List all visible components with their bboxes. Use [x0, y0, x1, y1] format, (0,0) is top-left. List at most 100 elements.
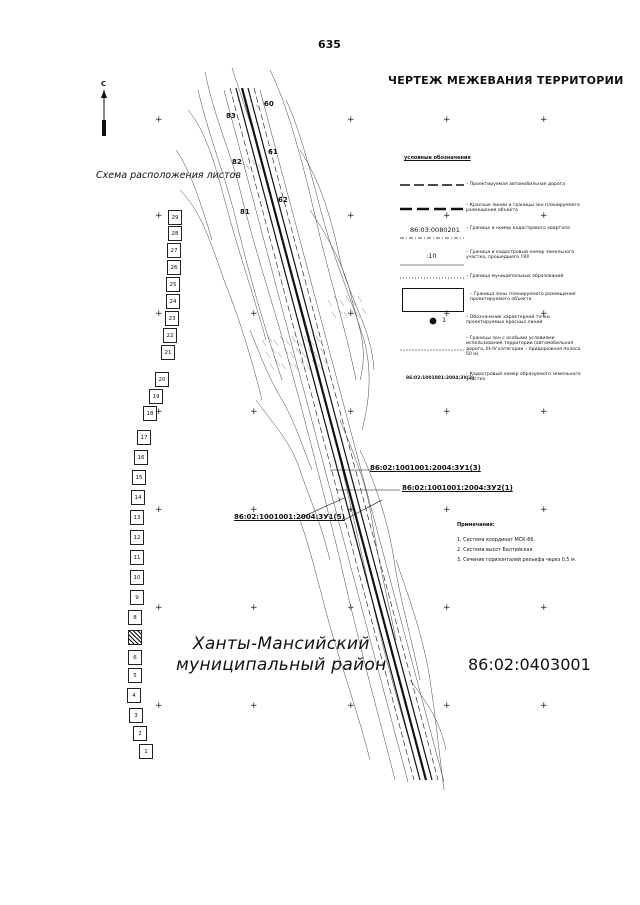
grid-cross: +	[540, 309, 548, 319]
legend-point-symbol	[429, 317, 437, 325]
legend-code: 86:03:0080201	[410, 226, 460, 234]
sheet-20: 20	[155, 372, 169, 387]
plot-label-3: 86:02:1001001:2004:ЗУ1(3)	[370, 464, 481, 472]
sheet-8: 8	[128, 610, 142, 625]
grid-cross: +	[250, 505, 258, 515]
grid-cross: +	[250, 603, 258, 613]
legend-code: 1	[442, 316, 447, 324]
legend-item: – Красные линии и границы зон планируемо…	[466, 203, 580, 214]
grid-cross: +	[155, 407, 163, 417]
drawing-title: ЧЕРТЕЖ МЕЖЕВАНИЯ ТЕРРИТОРИИ	[388, 74, 624, 87]
legend-red-lines-symbol	[400, 207, 464, 211]
grid-cross: +	[347, 701, 355, 711]
sheet-10: 10	[130, 570, 144, 585]
grid-cross: +	[347, 309, 355, 319]
sheet-26: 26	[167, 260, 181, 275]
sheet-6: 6	[128, 650, 142, 665]
leader-lines	[299, 469, 400, 521]
point-number: 82	[232, 158, 242, 166]
sheet-24: 24	[166, 294, 180, 309]
point-number: 81	[240, 208, 250, 216]
page-number: 635	[318, 38, 341, 51]
grid-cross: +	[347, 603, 355, 613]
point-number: 62	[278, 196, 288, 204]
sheet-21: 21	[161, 345, 175, 360]
legend-code: :10	[426, 252, 437, 260]
sheet-4: 4	[127, 688, 141, 703]
district-name: Ханты-Мансийский муниципальный район	[176, 634, 387, 676]
legend: – Проектируемая автомобильная дорога – К…	[400, 168, 590, 388]
grid-cross: +	[443, 407, 451, 417]
legend-special-zone-symbol	[400, 349, 464, 351]
legend-item: – Граница и кадастровый номер земельного…	[466, 250, 575, 261]
point-number: 60	[264, 100, 274, 108]
grid-cross: +	[443, 211, 451, 221]
legend-title: условные обозначения	[404, 155, 471, 161]
legend-zone-symbol	[402, 288, 464, 312]
grid-cross: +	[347, 505, 355, 515]
grid-cross: +	[347, 115, 355, 125]
sheet-22: 22	[163, 328, 177, 343]
plot-label-2: 86:02:1001001:2004:ЗУ2(1)	[402, 484, 513, 492]
sheet-5: 5	[128, 668, 142, 683]
grid-cross: +	[540, 701, 548, 711]
sheet-16: 16	[134, 450, 148, 465]
sheet-18: 18	[143, 406, 157, 421]
grid-cross: +	[540, 115, 548, 125]
grid-cross: +	[540, 603, 548, 613]
sheet-14: 14	[131, 490, 145, 505]
sheet-12: 12	[130, 530, 144, 545]
legend-item: – Обозначение характерной точки проектир…	[466, 315, 550, 326]
legend-road-symbol	[400, 184, 464, 186]
sheet-7	[128, 630, 142, 645]
grid-cross: +	[443, 701, 451, 711]
sheet-27: 27	[167, 243, 181, 258]
terrain-hatching	[237, 99, 367, 371]
sheet-17: 17	[137, 430, 151, 445]
note-item: 2. Система высот Балтийская.	[457, 548, 534, 553]
grid-cross: +	[155, 211, 163, 221]
sheet-3: 3	[129, 708, 143, 723]
north-arrow-icon	[101, 90, 107, 136]
legend-item: – Проектируемая автомобильная дорога	[466, 182, 565, 187]
sheet-23: 23	[165, 311, 179, 326]
grid-cross: +	[250, 407, 258, 417]
grid-cross: +	[443, 115, 451, 125]
legend-item: – Граница и номер кадастрового квартала	[466, 226, 570, 231]
point-number: 83	[226, 112, 236, 120]
grid-cross: +	[250, 309, 258, 319]
sheet-15: 15	[132, 470, 146, 485]
sheet-28: 28	[168, 226, 182, 241]
grid-cross: +	[155, 603, 163, 613]
grid-cross: +	[155, 505, 163, 515]
grid-cross: +	[347, 407, 355, 417]
grid-cross: +	[443, 603, 451, 613]
plot-label-5: 86:02:1001001:2004:ЗУ1(5)	[234, 513, 345, 521]
legend-plot-symbol	[400, 264, 464, 266]
legend-municipal-symbol	[400, 277, 464, 279]
legend-code: 86:02:1001001:2004:ЗУ(2)	[406, 376, 475, 381]
sheet-29: 29	[168, 210, 182, 225]
north-label: С	[101, 80, 107, 88]
road-corridor	[223, 87, 445, 783]
sheet-9: 9	[130, 590, 144, 605]
grid-cross: +	[347, 211, 355, 221]
grid-cross: +	[250, 701, 258, 711]
district-line-1: Ханты-Мансийский	[192, 634, 370, 654]
sheet-2: 2	[133, 726, 147, 741]
grid-cross: +	[443, 505, 451, 515]
sheet-25: 25	[166, 277, 180, 292]
point-number: 61	[268, 148, 278, 156]
legend-item: – Граница зоны планируемого размещения п…	[470, 292, 576, 303]
sheet-19: 19	[149, 389, 163, 404]
district-line-2: муниципальный район	[176, 655, 387, 675]
legend-item: – Граница муниципальных образований	[466, 274, 564, 279]
sheet-11: 11	[130, 550, 144, 565]
legend-quarter-symbol	[400, 237, 464, 239]
scheme-title: Схема расположения листов	[96, 170, 242, 181]
notes-title: Примечания:	[457, 522, 495, 528]
sheet-13: 13	[130, 510, 144, 525]
